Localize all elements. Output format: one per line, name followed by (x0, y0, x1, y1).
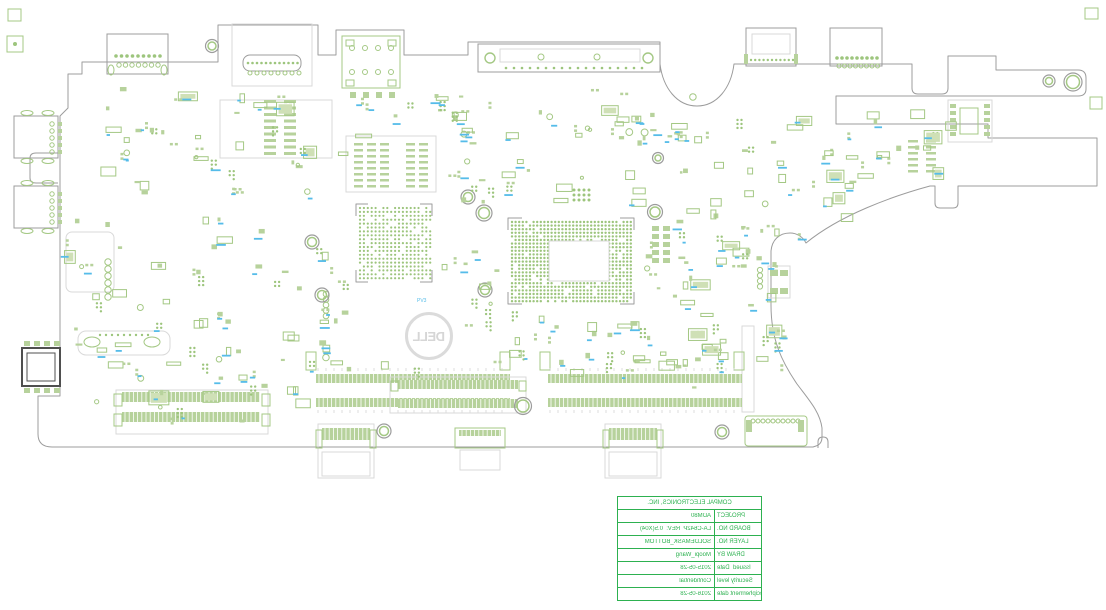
title-row-value: 2015-05-28 (680, 565, 711, 571)
title-row-value: SOLDEMASK_BOTTOM (644, 539, 711, 545)
bga-cpu (507, 217, 635, 305)
bga-pch (355, 203, 433, 283)
shield-outlines (65, 99, 755, 477)
title-row-label: Decipherment date (714, 588, 761, 600)
designator-specks (60, 98, 944, 420)
title-row-label: DRAW BY (714, 549, 761, 561)
mounting-holes (204, 38, 1083, 440)
title-row-value: LA-C642P REV: 0.5(X04) (639, 526, 711, 532)
left-connectors (13, 110, 171, 393)
top-connectors (106, 23, 993, 143)
fiducial-pads (6, 7, 1103, 110)
title-block-row: BOARD NO.LA-C642P REV: 0.5(X04) (618, 522, 761, 535)
dell-logo: DELL (405, 312, 453, 360)
title-row-label: PROJECT (714, 510, 761, 522)
board-outline (29, 24, 1098, 448)
dell-logo-text: DELL (413, 328, 445, 344)
title-row-label: Issued Date (714, 562, 761, 574)
company-name: COMPAL ELECTRONICS, INC. (647, 500, 732, 506)
title-row-label: Security level (714, 575, 761, 587)
title-row-value: Confidential (679, 578, 711, 584)
bottom-connectors (113, 265, 808, 479)
title-row-label: BOARD NO. (714, 523, 761, 535)
title-row-value: Moopi_Wang (675, 552, 711, 558)
pin-row-blocks (264, 100, 936, 263)
title-block-company-row: COMPAL ELECTRONICS, INC. (618, 497, 761, 509)
title-row-value: 2016-05-28 (680, 591, 711, 597)
pv3-designator-label: PV3 (417, 298, 427, 304)
title-block-row: LAYER NO.SOLDEMASK_BOTTOM (618, 535, 761, 548)
coil-inductors (104, 258, 764, 320)
title-row-label: LAYER NO. (714, 536, 761, 548)
sodimm-slots (305, 351, 745, 413)
component-scatter (64, 86, 957, 425)
title-row-value: ADM80 (690, 513, 711, 519)
